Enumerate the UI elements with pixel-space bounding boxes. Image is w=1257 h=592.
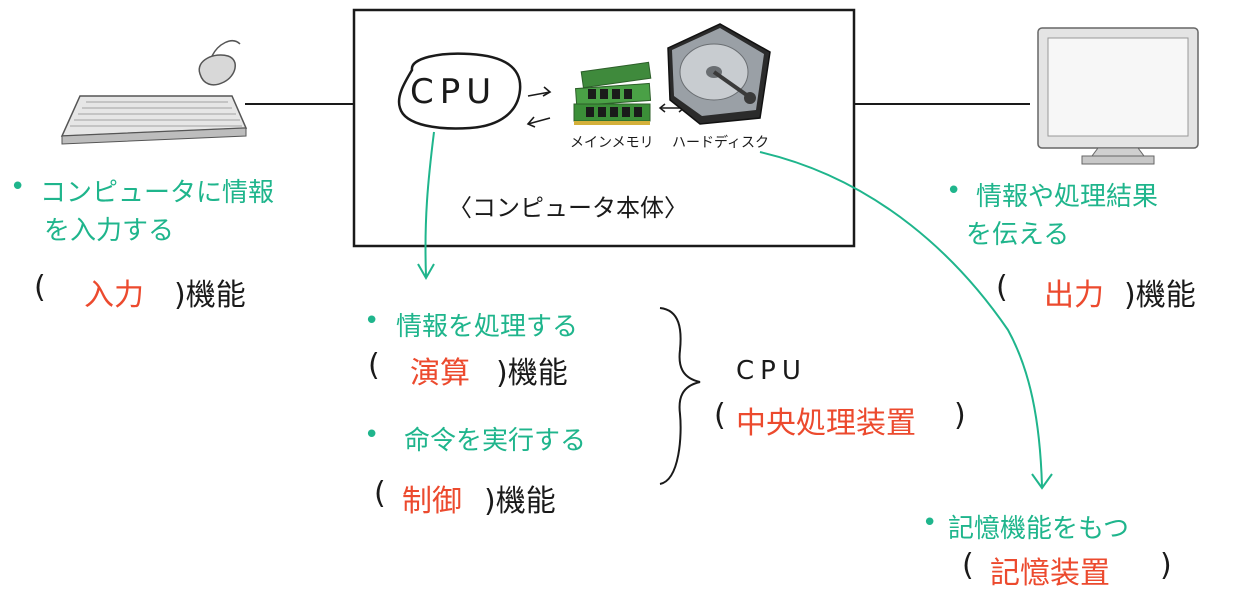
storage-paren-open: (: [962, 548, 974, 583]
computer-body-title: 〈コンピュータ本体〉: [448, 194, 688, 222]
memory-icon: [573, 61, 652, 125]
input-bullet: •: [10, 172, 26, 202]
output-line1: 情報や処理結果: [976, 182, 1159, 212]
output-paren-open: (: [996, 270, 1008, 305]
cpu-group-keyword: 中央処理装置: [736, 406, 916, 441]
cpu-group-paren-close: ): [954, 398, 966, 433]
monitor-icon: [1037, 27, 1199, 165]
output-line2: を伝える: [966, 220, 1070, 250]
process-paren-open: (: [368, 348, 380, 383]
cpu-memory-arrows: [526, 86, 552, 128]
input-line1: コンピュータに情報: [40, 178, 275, 208]
cpu-label: CPU: [410, 72, 498, 112]
hdd-to-storage-arrow: [759, 151, 1053, 490]
cpu-group-paren-open: (: [714, 398, 726, 433]
storage-text: 記憶機能をもつ: [948, 514, 1129, 544]
cpu-group-label: CPU: [736, 356, 807, 386]
process-paren-close: )機能: [496, 356, 568, 391]
cpu-down-arrow: [417, 131, 435, 281]
storage-paren-close: ): [1160, 548, 1172, 583]
hard-disk-icon: [667, 23, 771, 125]
keyboard-icon: [60, 95, 248, 145]
output-keyword: 出力: [1044, 278, 1104, 313]
control-keyword: 制御: [402, 484, 462, 519]
process-text: 情報を処理する: [396, 312, 579, 342]
input-line2: を入力する: [44, 216, 175, 246]
cpu-circle: [397, 52, 522, 130]
cpu-brace: [659, 307, 701, 485]
hdd-label: ハードディスク: [672, 135, 770, 151]
output-paren-close: )機能: [1124, 278, 1196, 313]
execute-bullet: •: [364, 420, 380, 450]
control-paren-open: (: [374, 476, 386, 511]
control-paren-close: )機能: [484, 484, 556, 519]
computer-body-box: [352, 8, 856, 248]
storage-bullet: •: [922, 508, 938, 538]
execute-text: 命令を実行する: [404, 426, 587, 456]
memory-label: メインメモリ: [570, 135, 654, 151]
output-bullet: •: [946, 176, 962, 206]
input-keyword: 入力: [84, 278, 144, 313]
mouse-icon: [198, 40, 241, 86]
input-paren-open: (: [34, 270, 46, 305]
process-bullet: •: [364, 306, 380, 336]
storage-keyword: 記憶装置: [990, 556, 1110, 591]
process-keyword: 演算: [410, 356, 470, 391]
input-paren-close: )機能: [174, 278, 246, 313]
